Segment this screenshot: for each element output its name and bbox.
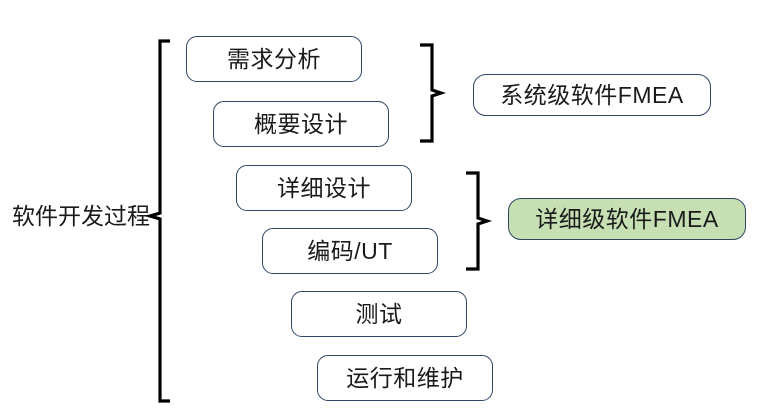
detailed-group-brace bbox=[464, 170, 493, 272]
process-box-detailed-design[interactable]: 详细设计 bbox=[236, 165, 412, 211]
fmea-box-system-level[interactable]: 系统级软件FMEA bbox=[473, 74, 711, 116]
system-group-brace bbox=[418, 42, 447, 144]
fmea-box-detailed-level[interactable]: 详细级软件FMEA bbox=[508, 198, 746, 240]
process-brace bbox=[144, 38, 172, 404]
process-box-outline-design[interactable]: 概要设计 bbox=[213, 101, 389, 147]
process-box-testing[interactable]: 测试 bbox=[291, 291, 467, 337]
process-box-operation-maintenance[interactable]: 运行和维护 bbox=[317, 355, 493, 401]
process-group-label: 软件开发过程 bbox=[12, 203, 150, 229]
process-box-coding-ut[interactable]: 编码/UT bbox=[262, 228, 438, 274]
process-box-requirements-analysis[interactable]: 需求分析 bbox=[186, 36, 362, 82]
